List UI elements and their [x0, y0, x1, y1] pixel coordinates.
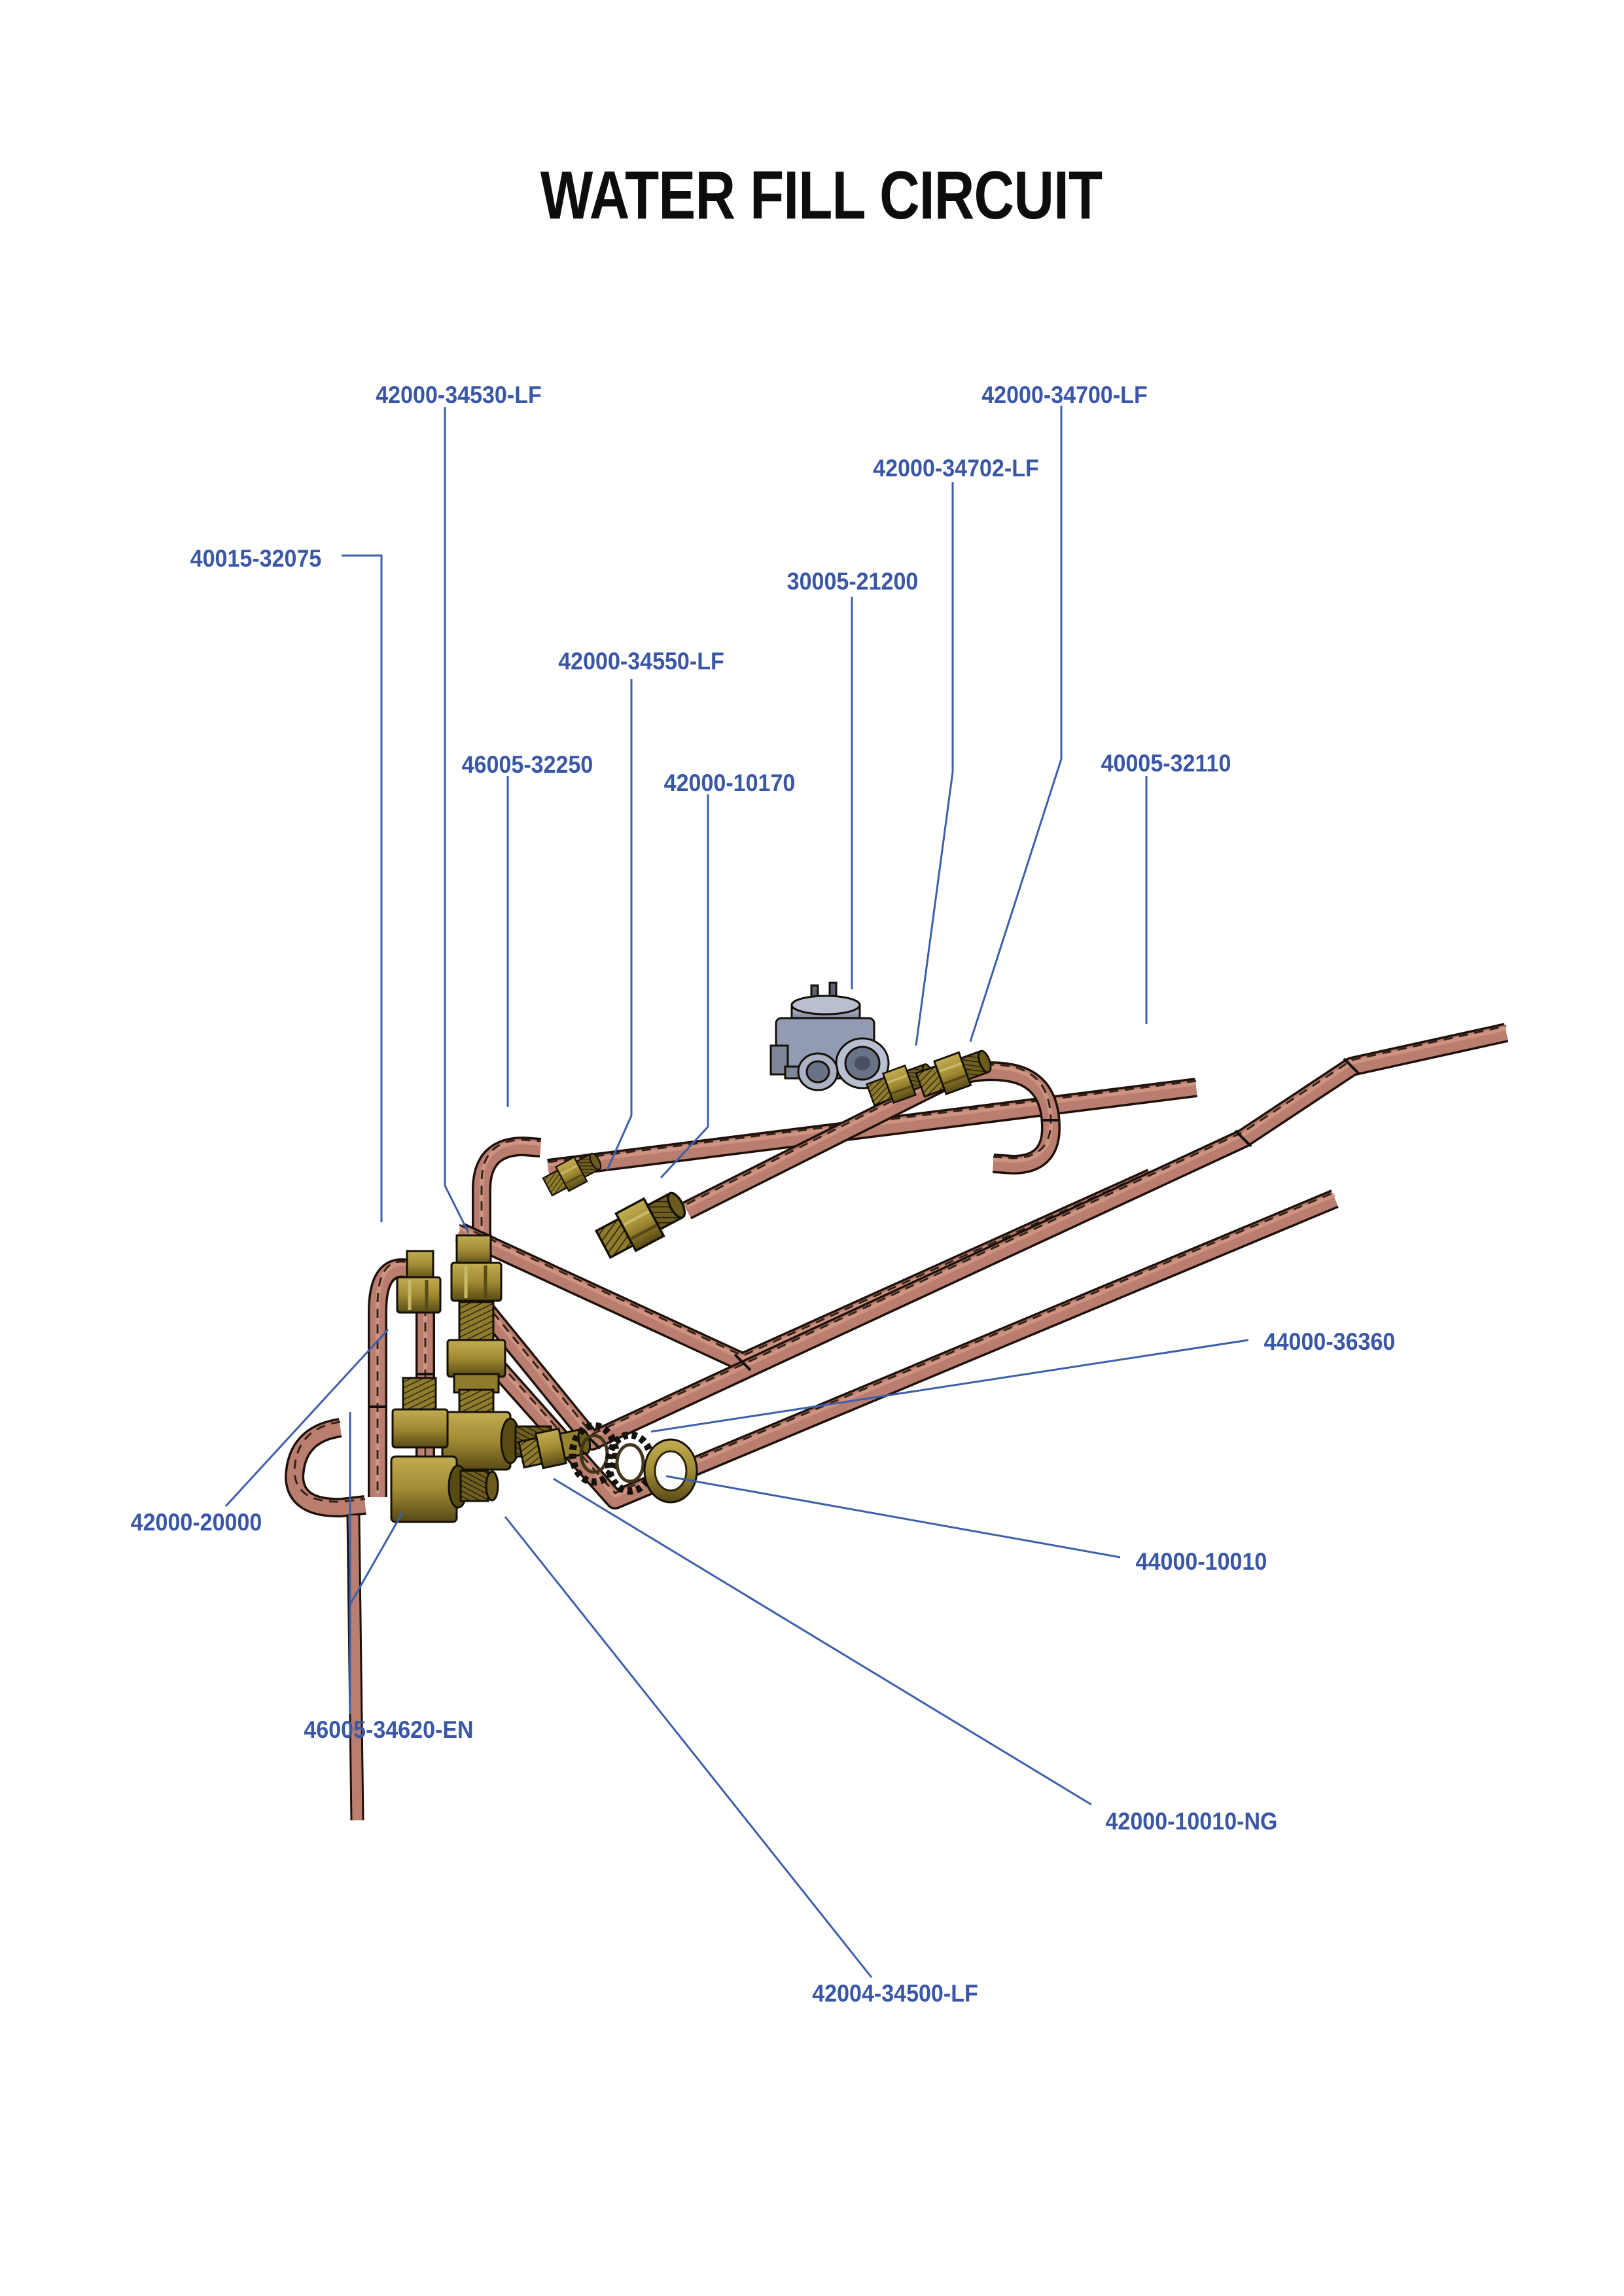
- fitting-elbow-left: [390, 1377, 499, 1523]
- leader-42000-10010-ng: [553, 1477, 1092, 1806]
- brass-fittings-group: [390, 1042, 997, 1523]
- fitting-check-valve: [593, 1184, 692, 1263]
- part-label-42004-34500-lf: 42004-34500-LF: [812, 1980, 978, 2007]
- part-label-30005-21200: 30005-21200: [786, 568, 919, 595]
- fitting-nut-small: [396, 1250, 442, 1314]
- leader-42000-34702-lf: [915, 482, 954, 1046]
- leader-44000-36360: [650, 1339, 1249, 1433]
- fitting-adapter-elbow: [441, 1301, 552, 1471]
- leader-44000-10010: [665, 1475, 1121, 1559]
- pipe-c-hook: [294, 1422, 365, 1508]
- pipe-drop-tube: [353, 1515, 357, 1820]
- part-label-42000-10170: 42000-10170: [663, 769, 796, 796]
- page-title: WATER FILL CIRCUIT: [540, 158, 1103, 234]
- part-label-46005-32250: 46005-32250: [461, 751, 593, 778]
- leader-46005-34620-en: [349, 1412, 404, 1714]
- part-label-42000-34700-lf: 42000-34700-LF: [981, 381, 1148, 408]
- fitting-compression-small: [540, 1146, 607, 1200]
- fill-valve: [769, 981, 890, 1091]
- part-label-42000-34550-lf: 42000-34550-LF: [558, 648, 724, 675]
- leader-42004-34500-lf: [504, 1516, 873, 1978]
- part-label-44000-10010: 44000-10010: [1135, 1548, 1267, 1575]
- leader-42000-34550-lf: [606, 679, 633, 1171]
- fitting-valve-outlet: [913, 1042, 997, 1103]
- part-label-44000-36360: 44000-36360: [1263, 1328, 1396, 1355]
- part-label-40015-32075: 40015-32075: [190, 545, 322, 572]
- leader-42000-34700-lf: [969, 406, 1063, 1042]
- leader-lines: [224, 406, 1249, 1978]
- part-label-42000-34702-lf: 42000-34702-LF: [873, 455, 1039, 482]
- leader-42000-20000: [224, 1328, 389, 1508]
- hex-nut: [643, 1438, 698, 1504]
- part-label-40005-32110: 40005-32110: [1101, 750, 1231, 777]
- part-label-42000-20000: 42000-20000: [130, 1509, 262, 1536]
- leader-42000-10170: [660, 794, 709, 1179]
- part-label-42000-34530-lf: 42000-34530-LF: [376, 381, 542, 408]
- part-label-42000-10010-ng: 42000-10010-NG: [1105, 1808, 1278, 1835]
- fitting-nut-stack: [450, 1234, 503, 1302]
- part-label-46005-34620-en: 46005-34620-EN: [304, 1716, 474, 1743]
- leader-42000-34530-lf: [444, 407, 470, 1233]
- leader-40015-32075: [342, 554, 383, 1222]
